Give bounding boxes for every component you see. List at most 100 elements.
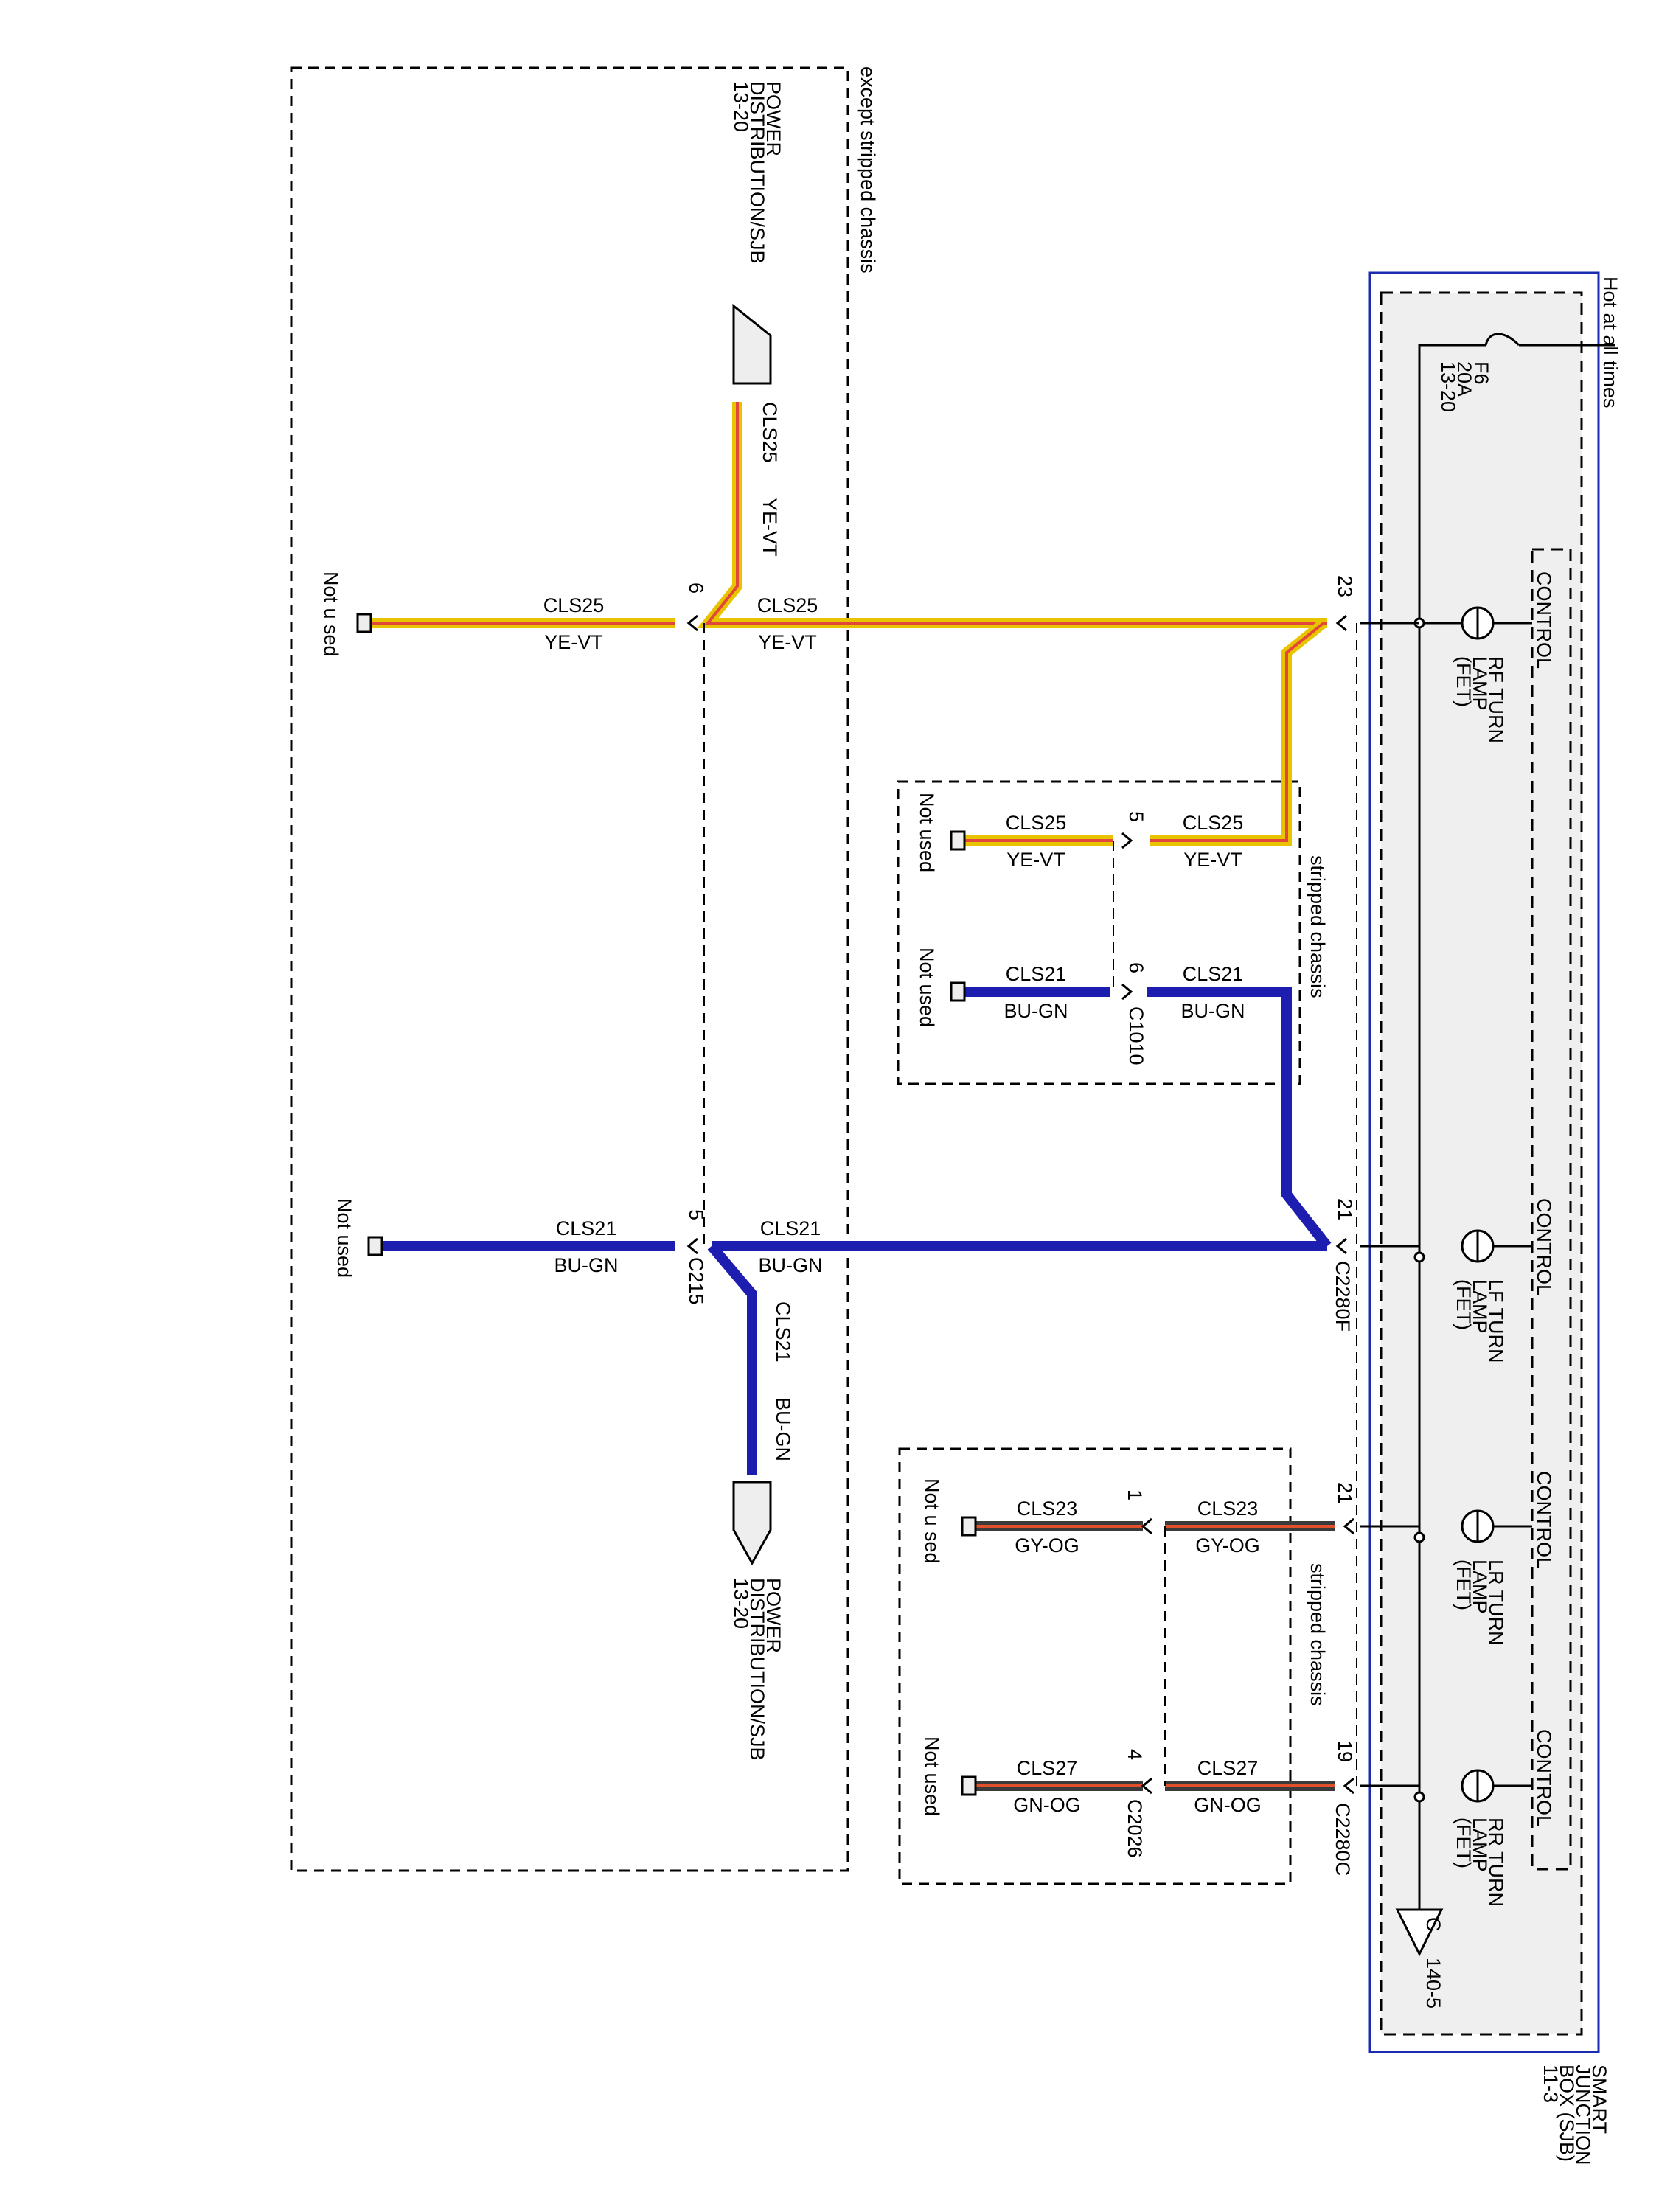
connector-c215: C215 [685, 1257, 707, 1305]
lr-turn-label-2: LAMP [1469, 1559, 1491, 1614]
pin-21-f: 21 [1334, 1198, 1356, 1220]
power-dist-bottom-2: DISTRIBUTION/SJB [746, 1578, 768, 1761]
circuit-cls25-main: CLS25 [757, 594, 818, 616]
circuit-cls27-right: CLS27 [1197, 1757, 1259, 1779]
offpage-letter: C [1422, 1917, 1444, 1932]
rr-turn-label-1: RR TURN [1485, 1818, 1507, 1907]
lf-turn-output [1360, 1229, 1532, 1263]
pin-21-c: 21 [1334, 1482, 1356, 1504]
control-label-lr: CONTROL [1533, 1471, 1555, 1568]
pin-19: 19 [1334, 1740, 1356, 1762]
connector-c2026: C2026 [1124, 1799, 1146, 1858]
circuit-cls25-stripped-right: CLS25 [1183, 812, 1244, 834]
fuse-ref-label: 13-20 [1437, 361, 1459, 412]
color-bu-gn-notused: BU-GN [554, 1254, 619, 1276]
control-label-rf: CONTROL [1533, 571, 1555, 669]
control-label-lf: CONTROL [1533, 1198, 1555, 1295]
stripped-chassis-label-lower: stripped chassis [1307, 1563, 1329, 1706]
circuit-cls27-left: CLS27 [1017, 1757, 1078, 1779]
not-used-stripped-cls21: Not used [916, 947, 938, 1027]
circuit-cls21-stripped-left: CLS21 [1006, 963, 1067, 985]
pin-c215-6: 6 [685, 582, 707, 594]
wire-cls25-main [697, 402, 1327, 628]
rr-turn-label-2: LAMP [1469, 1818, 1491, 1872]
circuit-cls23-right: CLS23 [1197, 1498, 1259, 1520]
color-gy-og-left: GY-OG [1015, 1534, 1079, 1557]
pin-c215-5: 5 [685, 1209, 707, 1220]
circuit-cls21-notused: CLS21 [556, 1217, 617, 1239]
color-bu-gn-stripped-left: BU-GN [1004, 1000, 1068, 1022]
pin-c2026-4: 4 [1124, 1749, 1146, 1760]
power-distribution-top-icon [732, 303, 772, 385]
sjb-inner-box [1380, 291, 1583, 2036]
not-used-stripped-cls25: Not used [916, 793, 938, 872]
hot-at-all-times-label: Hot at all times [1599, 276, 1621, 408]
rr-turn-output [1360, 1769, 1532, 1803]
except-stripped-chassis-label: except stripped chassis [857, 66, 879, 274]
sjb-label-3: BOX (SJB) [1556, 2065, 1578, 2162]
circuit-cls23-left: CLS23 [1017, 1498, 1078, 1520]
not-used-middle: Not used [333, 1198, 355, 1278]
color-ye-vt-stripped-right: YE-VT [1183, 849, 1242, 871]
lf-turn-label-3: (FET) [1453, 1279, 1475, 1330]
wire-cls21-down [707, 1242, 757, 1475]
pin-c2026-1: 1 [1124, 1489, 1146, 1500]
pin-23: 23 [1334, 575, 1356, 597]
sjb-label-1: SMART [1588, 2065, 1610, 2134]
circuit-cls21-vertical: CLS21 [772, 1301, 794, 1363]
bus-vertical [1418, 344, 1486, 1877]
power-dist-top-2: DISTRIBUTION/SJB [746, 81, 768, 264]
except-stripped-chassis-region [290, 66, 849, 1872]
not-used-cls27: Not used [921, 1736, 943, 1816]
power-distribution-bottom-icon [732, 1481, 772, 1566]
lf-turn-label-1: LF TURN [1485, 1279, 1507, 1363]
circuit-cls25-stripped-left: CLS25 [1006, 812, 1067, 834]
color-gy-og-right: GY-OG [1195, 1534, 1260, 1557]
fuse-name-label: F6 [1470, 361, 1492, 385]
color-ye-vt-notused: YE-VT [544, 631, 603, 653]
stripped-chassis-region-lower [898, 1447, 1292, 1885]
stripped-chassis-label-upper: stripped chassis [1307, 855, 1329, 998]
power-dist-top-3: 13-20 [730, 81, 752, 132]
circuit-cls21-stripped-right: CLS21 [1183, 963, 1244, 985]
fuse-symbol [1484, 333, 1520, 347]
lr-turn-label-3: (FET) [1453, 1559, 1475, 1610]
control-label-rr: CONTROL [1533, 1729, 1555, 1826]
sjb-label-2: JUNCTION [1572, 2065, 1594, 2166]
not-used-top: Not u sed [320, 571, 342, 657]
connector-c1010: C1010 [1125, 1006, 1147, 1065]
connector-chevrons [686, 614, 1354, 1795]
rf-turn-label-1: RF TURN [1485, 656, 1507, 743]
color-bu-gn-vertical: BU-GN [772, 1397, 794, 1461]
power-dist-top-1: POWER [762, 81, 785, 156]
control-box-rf [1531, 548, 1572, 1871]
color-gn-og-left: GN-OG [1013, 1794, 1081, 1816]
color-ye-vt-main: YE-VT [758, 631, 817, 653]
fuse-rating-label: 20A [1453, 361, 1475, 397]
color-ye-vt-vertical: YE-VT [759, 498, 781, 557]
color-bu-gn-stripped-right: BU-GN [1181, 1000, 1245, 1022]
rf-turn-label-3: (FET) [1453, 656, 1475, 707]
not-used-caps [356, 613, 977, 1796]
stripped-chassis-region-upper [897, 780, 1301, 1085]
rr-turn-label-3: (FET) [1453, 1818, 1475, 1868]
not-used-cls23: Not u sed [921, 1478, 943, 1564]
connector-c2280c: C2280C [1332, 1803, 1354, 1876]
pin-c1010-5: 5 [1125, 811, 1147, 822]
color-gn-og-right: GN-OG [1194, 1794, 1262, 1816]
lr-turn-label-1: LR TURN [1485, 1559, 1507, 1646]
circuit-cls21-main: CLS21 [760, 1217, 821, 1239]
pin-c1010-6: 6 [1125, 962, 1147, 973]
lr-turn-output [1360, 1509, 1532, 1543]
color-bu-gn-main: BU-GN [759, 1254, 823, 1276]
sjb-label-4: 11-3 [1540, 2065, 1562, 2103]
wire-cls21-stripped [1147, 987, 1332, 1250]
color-ye-vt-stripped-left: YE-VT [1006, 849, 1065, 871]
circuit-cls25-notused: CLS25 [543, 594, 605, 616]
power-dist-bottom-3: 13-20 [730, 1578, 752, 1629]
power-dist-bottom-1: POWER [762, 1578, 785, 1653]
lf-turn-label-2: LAMP [1469, 1279, 1491, 1334]
connector-c2280f: C2280F [1332, 1261, 1354, 1332]
rf-turn-label-2: LAMP [1469, 656, 1491, 711]
